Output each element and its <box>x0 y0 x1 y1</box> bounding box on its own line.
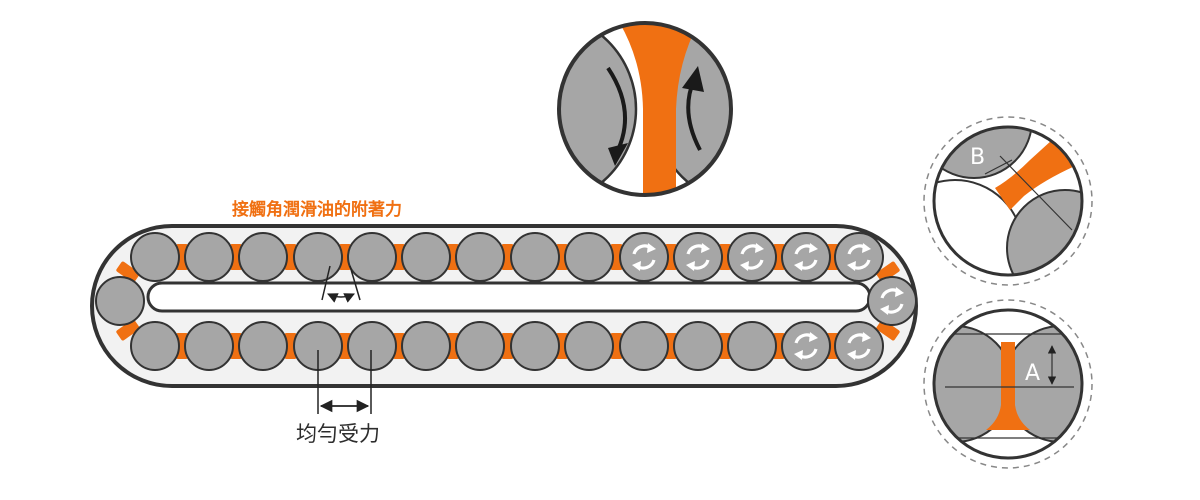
rolling-ball <box>781 232 831 282</box>
ball <box>293 232 343 282</box>
rolling-ball <box>727 232 777 282</box>
ball <box>238 232 288 282</box>
detail-b-letter: B <box>970 145 985 170</box>
rolling-ball <box>619 232 669 282</box>
ball <box>510 232 560 282</box>
lubricant-film <box>618 23 700 195</box>
ball <box>347 232 397 282</box>
uniform-force-label: 均勻受力 <box>296 422 380 446</box>
ball-separator <box>610 244 623 270</box>
rolling-ball <box>834 232 884 282</box>
ball <box>510 321 560 371</box>
ball-separator <box>116 261 140 283</box>
ball <box>673 321 723 371</box>
curved-arrow-icon <box>682 66 704 151</box>
ball-row <box>95 232 917 371</box>
ball-separator <box>876 261 900 283</box>
ball-separator <box>284 333 297 359</box>
lubricant-film <box>986 342 1030 430</box>
ball <box>401 321 451 371</box>
rolling-ball <box>834 321 884 371</box>
ball <box>619 321 669 371</box>
curved-arrow-icon <box>606 66 628 166</box>
rolling-ball <box>673 232 723 282</box>
ball <box>455 321 505 371</box>
detail-a-letter: A <box>1025 361 1040 386</box>
ball <box>564 232 614 282</box>
uniform-force-dimension <box>317 350 372 414</box>
detail-a-circle: A <box>923 299 1093 469</box>
ball-separator <box>284 244 297 270</box>
ball <box>455 232 505 282</box>
ball <box>130 321 180 371</box>
inner-slot <box>146 281 872 313</box>
ball <box>401 232 451 282</box>
ball <box>347 321 397 371</box>
detail-b-circle: B <box>923 116 1093 286</box>
ball <box>564 321 614 371</box>
contact-angle-marker <box>321 265 361 303</box>
chain-track <box>90 224 918 388</box>
rolling-ball <box>781 321 831 371</box>
contact-detail-circle <box>557 21 733 197</box>
ball <box>238 321 288 371</box>
ball <box>184 321 234 371</box>
lubricant-label: 接觸角潤滑油的附著力 <box>232 199 402 220</box>
ball-separator <box>501 333 514 359</box>
ball <box>95 276 145 326</box>
lubricant-film <box>995 140 1075 210</box>
ball <box>130 232 180 282</box>
ball-separator <box>501 244 514 270</box>
ball-separator <box>876 319 900 341</box>
ball <box>184 232 234 282</box>
ball <box>727 321 777 371</box>
ball-separator <box>116 319 140 341</box>
ball-separator <box>610 333 623 359</box>
rolling-ball <box>867 276 917 326</box>
